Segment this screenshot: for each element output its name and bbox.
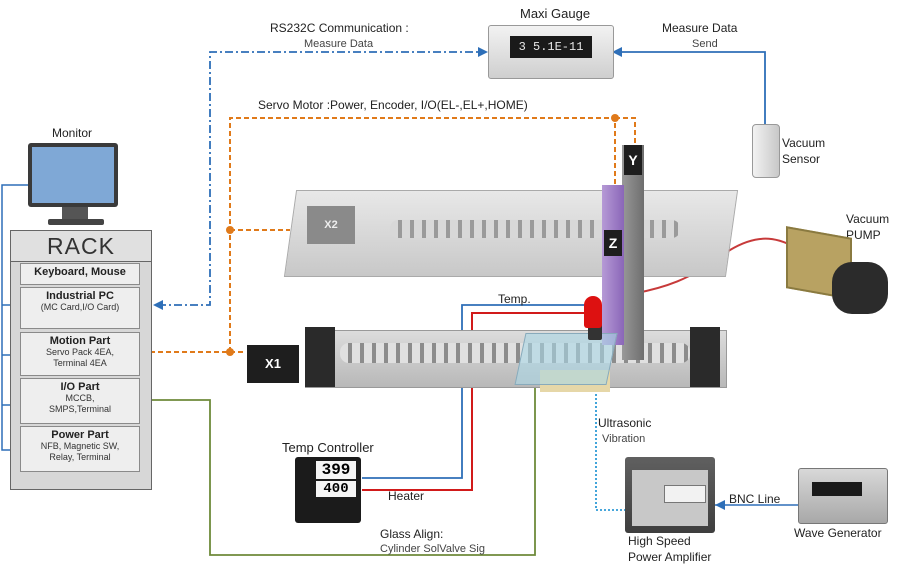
send-label: Send xyxy=(692,38,718,50)
rack-slot-detail: (MC Card,I/O Card) xyxy=(40,302,120,312)
wave-generator-label: Wave Generator xyxy=(794,526,882,540)
vacuum-pump-label-2: PUMP xyxy=(846,228,881,242)
servo-line-y xyxy=(615,117,636,145)
rack-title: RACK xyxy=(10,230,152,262)
wave-generator xyxy=(798,468,888,524)
amp-label-1: High Speed xyxy=(628,534,691,548)
monitor-label: Monitor xyxy=(52,126,93,140)
rack-slot-detail: MCCB, xyxy=(65,393,95,403)
monitor-stand xyxy=(62,207,88,221)
vibration-label: Vibration xyxy=(602,433,646,445)
rack-slot-industrial-pc: Industrial PC (MC Card,I/O Card) xyxy=(20,287,140,329)
ultrasonic-label: Ultrasonic xyxy=(598,416,652,430)
monitor-line xyxy=(1,184,28,451)
rack-slot-detail2: Relay, Terminal xyxy=(49,452,111,462)
rack-slot-detail2: SMPS,Terminal xyxy=(48,404,111,414)
z-axis-column xyxy=(602,185,624,345)
rack-slot-title: Power Part xyxy=(51,429,109,441)
glass-align-label: Glass Align: xyxy=(380,527,444,541)
monitor-base xyxy=(48,219,104,225)
maxi-gauge-label: Maxi Gauge xyxy=(520,6,591,21)
rs232-sublabel: Measure Data xyxy=(304,38,374,50)
bnc-line-label: BNC Line xyxy=(729,492,781,506)
glass-line xyxy=(150,345,536,556)
measure-data-label: Measure Data xyxy=(662,21,738,35)
rs232-arrow-gauge xyxy=(478,47,488,57)
rack-slot-motion: Motion Part Servo Pack 4EA, Terminal 4EA xyxy=(20,332,140,376)
wave-generator-display xyxy=(812,482,862,496)
rs232-label: RS232C Communication : xyxy=(270,21,409,35)
vacuum-sensor-label-1: Vacuum xyxy=(782,136,826,150)
heater-label: Heater xyxy=(388,489,425,503)
sensor-arrow xyxy=(612,47,622,57)
glass-align-sublabel: Cylinder SolValve Sig xyxy=(380,543,485,555)
amp-label-2: Power Amplifier xyxy=(628,550,712,564)
y-axis-label: Y xyxy=(624,145,642,175)
vacuum-pump-motor xyxy=(832,262,888,314)
rack-slot-title: Motion Part xyxy=(49,335,111,347)
servo-line-riser xyxy=(229,117,616,352)
servo-motor-label: Servo Motor :Power, Encoder, I/O(EL-,EL+… xyxy=(258,98,528,112)
rack-slot-keyboard: Keyboard, Mouse xyxy=(20,263,140,285)
y-axis-column xyxy=(622,145,644,360)
rack-slot-title: I/O Part xyxy=(60,381,100,393)
monitor-screen xyxy=(32,147,114,203)
gauge-display: 3 5.1E-11 xyxy=(510,36,592,58)
x1-end-block-right xyxy=(690,327,720,387)
rack-slot-title: Keyboard, Mouse xyxy=(34,266,126,278)
temp-sv-display: 400 xyxy=(316,481,356,497)
heater-nozzle xyxy=(584,296,602,328)
rack-slot-io: I/O Part MCCB, SMPS,Terminal xyxy=(20,378,140,424)
servo-node-3 xyxy=(611,114,619,122)
servo-node-2 xyxy=(226,348,234,356)
vacuum-pump-label-1: Vacuum xyxy=(846,212,890,226)
rack-slot-power: Power Part NFB, Magnetic SW, Relay, Term… xyxy=(20,426,140,472)
heater-line xyxy=(362,312,586,491)
rs232-arrow-rack xyxy=(153,300,163,310)
x2-axis-block: X2 xyxy=(307,206,355,244)
rack-slot-title: Industrial PC xyxy=(46,290,114,302)
temp-line xyxy=(362,304,590,479)
x1-end-block-left xyxy=(305,327,335,387)
vacuum-sensor xyxy=(752,124,780,178)
x1-axis-block: X1 xyxy=(247,345,299,383)
vacuum-sensor-label-2: Sensor xyxy=(782,152,821,166)
temp-label: Temp. xyxy=(498,292,531,306)
bnc-arrow xyxy=(715,500,725,510)
rack-slot-detail: NFB, Magnetic SW, xyxy=(40,441,120,451)
sensor-line xyxy=(612,51,766,124)
z-axis-label: Z xyxy=(604,230,622,256)
temp-controller-label: Temp Controller xyxy=(282,440,374,455)
rack-slot-detail: Servo Pack 4EA, xyxy=(45,347,115,357)
servo-node-1 xyxy=(226,226,234,234)
rack-slot-detail2: Terminal 4EA xyxy=(53,358,107,368)
temp-pv-display: 399 xyxy=(316,461,356,479)
glass-substrate xyxy=(514,333,618,385)
power-amplifier-display xyxy=(664,485,706,503)
rs232-line xyxy=(158,51,480,306)
ultrasonic-line xyxy=(595,338,625,511)
